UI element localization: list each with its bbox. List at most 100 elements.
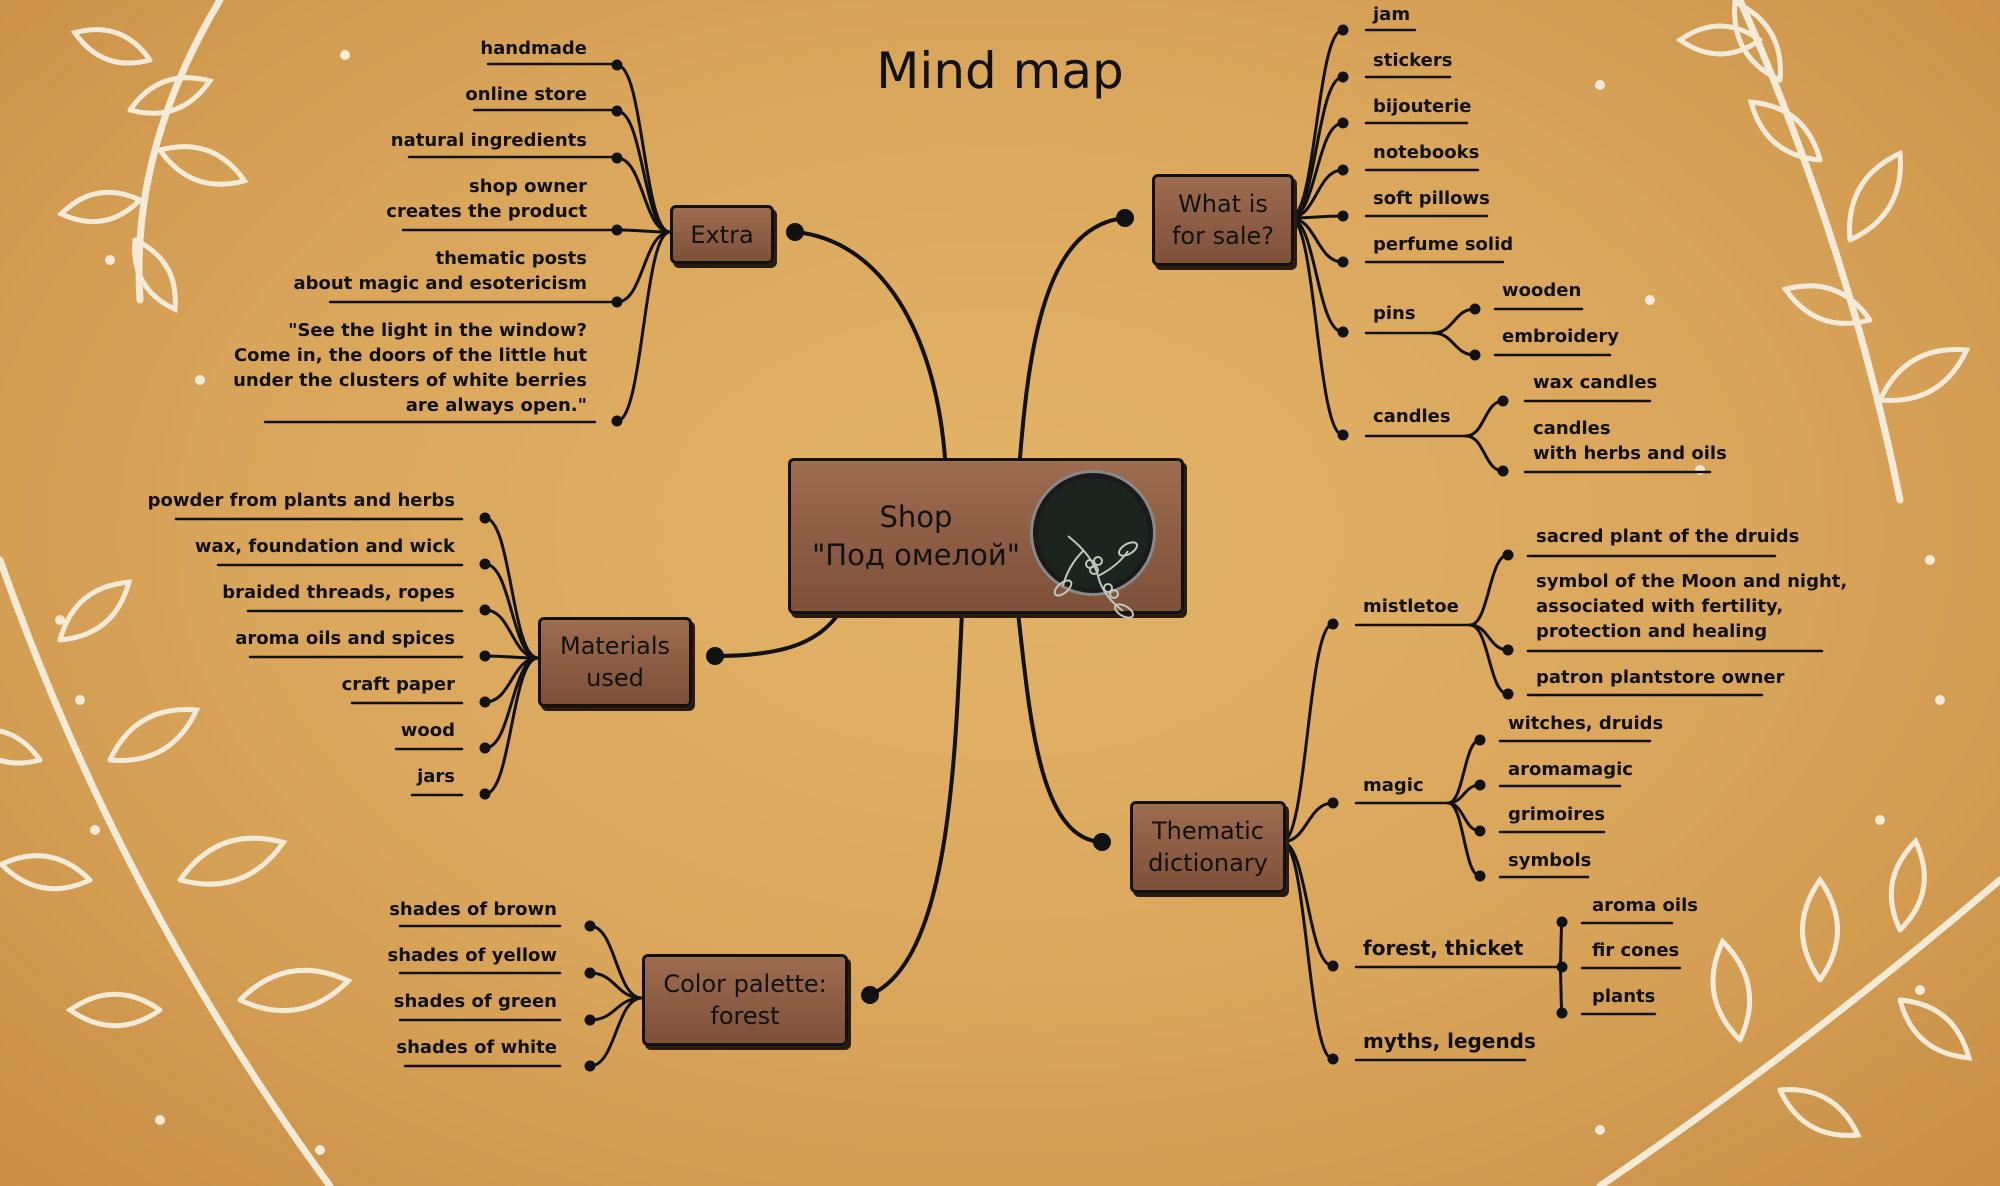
topic-extra[interactable]: Extra [670,205,774,264]
node-dot [1337,164,1349,176]
decor-dot [55,615,65,625]
branch-materials [483,608,540,660]
node-dot [1093,833,1111,851]
branch-mistletoe [1468,553,1510,627]
center-node[interactable]: Shop "Под омелой" [788,458,1184,619]
node-dot [786,223,804,241]
branch-extra [615,109,672,234]
decor-dot [340,50,350,60]
decor-dot [1935,695,1945,705]
leaf-branch-decor-icon [1732,0,1783,83]
node-dot [611,59,623,71]
node-dot [479,742,491,754]
materials-item-wax: wax, foundation and wick [194,536,455,557]
node-dot [479,650,491,662]
sale-item-bijouterie: bijouterie [1373,96,1472,117]
topic-what-for-sale[interactable]: What is for sale? [1152,174,1294,266]
leaf-branch-decor-icon [0,556,334,1186]
node-dot [611,296,623,308]
node-dot [1337,71,1349,83]
node-dot [1337,117,1349,129]
decor-dot [1915,985,1925,995]
leaf-branch-decor-icon [1897,997,1973,1061]
node-dot [1327,618,1339,630]
node-dot [479,512,491,524]
node-dot [584,920,596,932]
branch-sale [1288,216,1345,334]
branch-palette [588,996,644,1068]
decor-dot [105,255,115,265]
mistletoe-item-patron: patron plantstore owner [1536,667,1785,688]
palette-item-white: shades of white [396,1037,557,1058]
node-dot [1502,549,1514,561]
node-dot [1116,209,1134,227]
branch-materials [483,656,540,750]
node-dot [1474,779,1486,791]
node-dot [1556,1007,1568,1019]
leaf-branch-decor-icon [1777,1087,1862,1138]
node-dot [1497,395,1509,407]
leaf-branch-decor-icon [135,0,224,304]
topic-thematic-dictionary[interactable]: Thematic dictionary [1130,801,1286,893]
sale-item-candles: candles [1373,406,1451,427]
dict-item-forest: forest, thicket [1363,936,1524,960]
topic-color-palette[interactable]: Color palette: forest [642,954,848,1046]
candles-item-wax: wax candles [1533,372,1658,393]
node-dot [1337,256,1349,268]
leaf-branch-decor-icon [157,144,249,187]
node-dot [611,415,623,427]
leaf-branch-decor-icon [1877,347,1971,403]
leaf-branch-decor-icon [1781,283,1873,326]
leaf-branch-decor-icon [1675,23,1763,57]
leaf-branch-decor-icon [1888,837,1927,933]
node-dot [611,224,623,236]
sale-item-pins: pins [1373,303,1416,324]
decor-dot [1695,465,1705,475]
branch-dict [1280,622,1335,844]
palette-item-green: shades of green [393,991,557,1012]
leaf-branch-decor-icon [0,853,93,892]
forest-item-fir-cones: fir cones [1592,940,1680,961]
decor-dot [1595,1125,1605,1135]
node-dot [1502,688,1514,700]
leaf-branch-decor-icon [1596,876,2000,1186]
leaf-branch-decor-icon [70,27,153,66]
branch-extra [615,230,672,423]
node-dot [584,1014,596,1026]
branch-sale [1288,75,1345,220]
node-dot [1469,303,1481,315]
decor-dot [195,375,205,385]
sale-item-perfume-solid: perfume solid [1373,234,1514,255]
node-dot [479,696,491,708]
connector-extra [793,230,947,460]
node-dot [1337,429,1349,441]
node-dot [479,604,491,616]
connector-dict [1016,610,1104,844]
branch-pins [1431,307,1477,335]
node-dot [1327,797,1339,809]
node-dot [584,967,596,979]
branch-materials [483,516,540,660]
node-dot [1469,349,1481,361]
branch-sale [1288,121,1345,220]
dict-item-magic: magic [1363,775,1424,796]
node-dot [1556,961,1568,973]
branch-dict [1280,801,1335,844]
sale-item-soft-pillows: soft pillows [1373,188,1490,209]
leaf-branch-decor-icon [1736,0,1904,504]
branch-candles [1464,399,1505,438]
leaf-branch-decor-icon [65,991,163,1029]
leaf-branch-decor-icon [0,728,43,766]
leaf-branch-decor-icon [1747,99,1823,163]
branch-dict [1280,840,1335,1061]
leaf-branch-decor-icon [177,835,288,887]
forest-item-aroma-oils: aroma oils [1592,895,1698,916]
forest-item-plants: plants [1592,986,1656,1007]
extra-item-shop-owner: shop owner creates the product [386,176,587,222]
node-dot [1327,960,1339,972]
decor-dot [1645,295,1655,305]
node-dot [1337,24,1349,36]
leaf-branch-decor-icon [1710,937,1753,1043]
topic-materials-used[interactable]: Materials used [538,617,692,707]
node-dot [611,105,623,117]
